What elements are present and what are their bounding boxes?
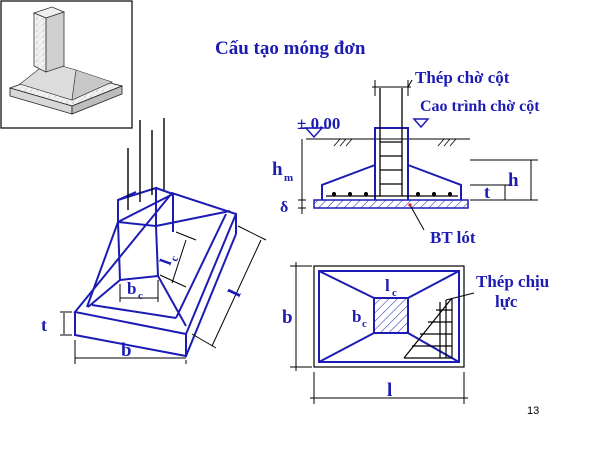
rebar-level-marker [412, 118, 430, 129]
plan-view-drawing [290, 262, 475, 404]
label-lc-plan-sub: c [392, 287, 397, 299]
label-bc-plan-main: b [352, 307, 361, 326]
label-t-iso: t [41, 315, 47, 335]
label-b-iso: b [121, 340, 132, 361]
slide-title: Cấu tạo móng đơn [215, 38, 366, 59]
label-hm-main: h [272, 159, 283, 180]
label-lean-concrete: BT lót [430, 228, 476, 247]
isometric-dimensions [60, 225, 267, 364]
lean-concrete-layer [313, 199, 469, 209]
lean-concrete-leader [409, 204, 425, 231]
label-lc-iso: l c [156, 254, 181, 267]
main-rebar-leader [445, 292, 475, 301]
label-zero-level: ± 0.00 [297, 114, 340, 133]
label-delta: δ [280, 199, 288, 216]
label-h-section: h [508, 170, 519, 191]
label-hm: h m [272, 159, 293, 184]
thumbnail-3d-footing [0, 0, 133, 129]
label-bc-plan: b c [352, 307, 367, 330]
label-bc-iso: b c [127, 279, 143, 302]
label-hm-sub: m [284, 172, 293, 184]
label-l-iso: l [224, 286, 245, 300]
label-bc-plan-sub: c [362, 318, 367, 330]
section-view-drawing [298, 79, 538, 231]
label-lc-main: l [156, 256, 176, 267]
isometric-footing-drawing [73, 186, 238, 358]
label-t-section: t [484, 182, 490, 202]
label-bc-main: b [127, 279, 136, 298]
label-lc-plan-main: l [385, 276, 390, 295]
column-rebars [127, 118, 165, 210]
label-l-plan: l [387, 380, 392, 401]
label-b-plan: b [282, 307, 293, 328]
label-column-rebar-level: Cao trình chờ cột [420, 98, 540, 115]
page-number: 13 [527, 405, 539, 417]
label-lc-plan: l c [385, 276, 397, 299]
label-main-rebar-2: lực [495, 292, 518, 311]
label-column-rebar: Thép chờ cột [415, 68, 510, 87]
label-lc-sub: c [168, 254, 181, 263]
label-main-rebar-1: Thép chịu [476, 272, 549, 291]
label-bc-sub: c [138, 290, 143, 302]
